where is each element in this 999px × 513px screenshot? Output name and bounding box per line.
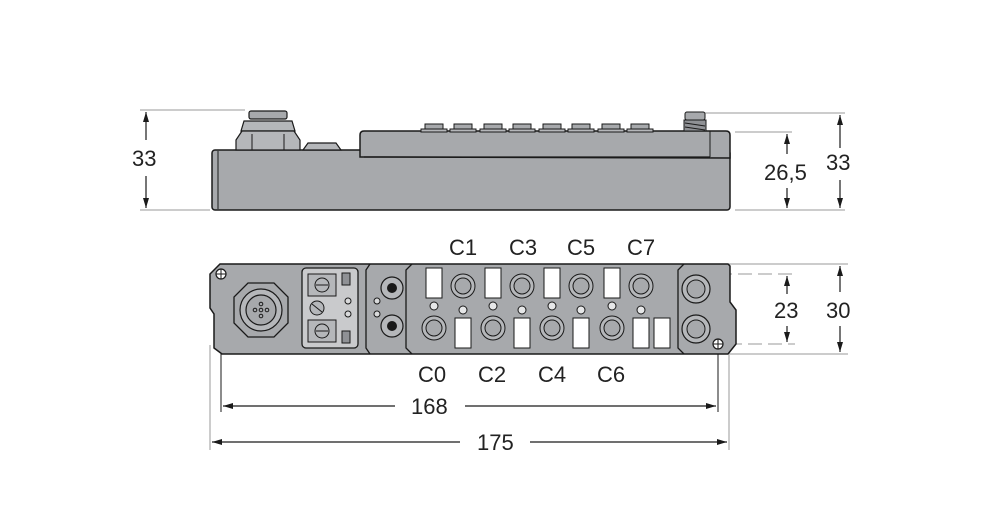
label-c1: C1 bbox=[449, 235, 477, 260]
side-dome bbox=[301, 142, 343, 151]
top-inner-height-dimension: 23 bbox=[774, 276, 798, 342]
label-c6: C6 bbox=[597, 362, 625, 387]
address-switch-block bbox=[301, 267, 359, 349]
side-right-height-dimension: 33 bbox=[826, 115, 850, 208]
channel-row-bottom bbox=[421, 305, 671, 349]
channel-c4 bbox=[539, 305, 590, 349]
total-width-label: 175 bbox=[477, 430, 514, 455]
label-c7: C7 bbox=[627, 235, 655, 260]
mounting-hole-right bbox=[712, 338, 724, 350]
bus-connectors-right bbox=[681, 274, 711, 344]
side-body bbox=[211, 130, 731, 211]
channel-c5 bbox=[543, 267, 594, 311]
channel-c1 bbox=[425, 267, 476, 311]
side-right-height-label: 33 bbox=[826, 150, 850, 175]
side-view: 33 26,5 33 bbox=[132, 109, 850, 211]
side-left-height-label: 33 bbox=[132, 146, 156, 171]
side-power-connector bbox=[235, 110, 301, 151]
total-width-dimension: 175 bbox=[212, 430, 727, 455]
label-c3: C3 bbox=[509, 235, 537, 260]
channel-c0 bbox=[421, 305, 472, 349]
side-inner-height-label: 26,5 bbox=[764, 160, 807, 185]
label-c4: C4 bbox=[538, 362, 566, 387]
channel-row-top bbox=[425, 267, 654, 311]
channel-c7 bbox=[603, 267, 654, 311]
label-c5: C5 bbox=[567, 235, 595, 260]
label-c0: C0 bbox=[418, 362, 446, 387]
power-connector bbox=[233, 282, 289, 338]
mounting-width-label: 168 bbox=[411, 394, 448, 419]
bus-ports bbox=[373, 276, 404, 338]
channel-c2 bbox=[480, 305, 531, 349]
top-total-height-label: 30 bbox=[826, 298, 850, 323]
top-view: C1 C3 C5 C7 C0 C2 C4 C6 23 30 168 bbox=[209, 235, 850, 455]
side-left-height-dimension: 33 bbox=[132, 112, 156, 208]
mounting-hole-left bbox=[215, 268, 227, 280]
label-c2: C2 bbox=[478, 362, 506, 387]
side-bus-connector bbox=[683, 111, 707, 132]
top-inner-height-label: 23 bbox=[774, 298, 798, 323]
mounting-width-dimension: 168 bbox=[223, 394, 716, 419]
side-inner-height-dimension: 26,5 bbox=[764, 134, 807, 208]
side-channel-connectors bbox=[420, 123, 654, 133]
channel-c3 bbox=[484, 267, 535, 311]
top-total-height-dimension: 30 bbox=[826, 266, 850, 352]
channel-c6 bbox=[599, 305, 671, 349]
